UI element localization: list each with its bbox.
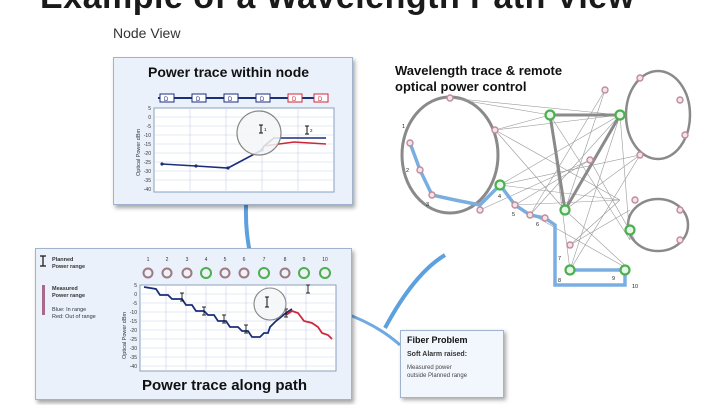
network-node-number: 4 xyxy=(498,194,501,200)
network-node-number: 5 xyxy=(512,212,515,218)
node-y-tick: -20 xyxy=(144,151,151,157)
fiber-alarm-text: Soft Alarm raised: xyxy=(407,351,468,358)
path-trace-out-of-range xyxy=(285,310,333,340)
path-x-tick: 4 xyxy=(205,257,208,263)
node-header-label: D xyxy=(196,97,201,103)
wavelength-title-line: Wavelength trace & remote xyxy=(395,63,563,78)
path-chart: 1 2 3 4 5 6 7 8 9 10 5 0 -5 xyxy=(122,257,337,372)
path-panel-title: Power trace along path xyxy=(142,377,308,394)
path-x-tick: 3 xyxy=(186,257,189,263)
path-y-tick: -40 xyxy=(130,364,137,370)
network-node-number: 7 xyxy=(558,256,561,262)
node-power-trace-panel: Power trace within node D D D D D D xyxy=(113,57,353,205)
legend-planned-line: Power range xyxy=(52,263,86,270)
node-header-row: D D D D D D xyxy=(159,93,329,103)
measured-range-swatch xyxy=(42,285,45,315)
path-y-tick: -25 xyxy=(130,337,137,343)
network-node-number: 3 xyxy=(426,202,429,208)
path-y-tick: 0 xyxy=(134,292,137,298)
node-y-ticks: 5 0 -5 -10 -15 -20 -25 -30 -35 -40 xyxy=(144,106,151,193)
node-y-tick: -5 xyxy=(147,124,152,130)
network-node-number: 6 xyxy=(536,222,539,228)
node-header-label: D xyxy=(228,97,233,103)
ring-top-right xyxy=(624,69,692,161)
fiber-desc-line: Measured power xyxy=(407,365,452,371)
node-header-label: D xyxy=(318,97,323,103)
legend-planned-line: Planned xyxy=(52,257,74,263)
path-y-ticks: 5 0 -5 -10 -15 -20 -25 -30 -35 -40 xyxy=(130,283,137,370)
node-chart: D D D D D D 5 0 -5 -10 -15 -20 -25 -30 -… xyxy=(136,93,335,193)
path-zoom-circle xyxy=(253,287,287,321)
node-y-tick: -15 xyxy=(144,142,151,148)
network-nodes-red xyxy=(406,74,689,249)
path-y-tick: -35 xyxy=(130,355,137,361)
fiber-problem-callout: Fiber Problem Soft Alarm raised: Measure… xyxy=(400,330,504,398)
path-y-tick: -5 xyxy=(133,301,138,307)
legend-notes: Blue: In range Red: Out of range xyxy=(52,307,96,320)
node-range-marker: 1 xyxy=(264,127,267,132)
network-node-number: 1 xyxy=(402,124,405,130)
wavelength-title: Wavelength trace & remote optical power … xyxy=(395,63,562,95)
path-y-tick: -30 xyxy=(130,346,137,352)
path-legend xyxy=(40,255,46,315)
network-node-numbers: 1 2 3 4 5 6 7 8 9 10 xyxy=(402,124,638,290)
path-node-row xyxy=(142,267,331,279)
node-header-label: D xyxy=(164,97,169,103)
legend-measured: Measured Power range xyxy=(52,286,85,299)
legend-measured-line: Measured xyxy=(52,286,78,292)
path-y-tick: 5 xyxy=(134,283,137,289)
node-y-tick: -10 xyxy=(144,133,151,139)
path-x-tick: 9 xyxy=(303,257,306,263)
network-nodes-green xyxy=(494,109,636,276)
legend-measured-line: Power range xyxy=(52,292,86,299)
node-range-marker: 2 xyxy=(310,128,313,133)
node-y-tick: -25 xyxy=(144,160,151,166)
path-y-tick: -20 xyxy=(130,328,137,334)
wavelength-title-line: optical power control xyxy=(395,79,527,94)
network-node-number: 8 xyxy=(558,278,561,284)
fiber-desc-line: outside Planned range xyxy=(407,373,468,379)
network-node-number: 10 xyxy=(632,284,638,290)
path-x-tick: 8 xyxy=(284,257,287,263)
wavelength-path xyxy=(408,142,627,287)
fiber-to-map-connector xyxy=(383,253,447,329)
slide-title: Example of a Wavelength Path View xyxy=(40,0,635,17)
network-map: 1 2 3 4 5 6 7 8 9 10 xyxy=(400,69,692,290)
mesh-links xyxy=(449,89,641,271)
fiber-problem-description: Measured power outside Planned range xyxy=(407,364,467,380)
ring-left xyxy=(400,95,500,215)
node-y-tick: -40 xyxy=(144,187,151,193)
path-y-axis-label: Optical Power dBm xyxy=(122,312,128,359)
path-trace-in-range xyxy=(143,286,293,338)
network-node-number: 2 xyxy=(406,168,409,174)
path-x-tick: 5 xyxy=(224,257,227,263)
legend-red-note: Red: Out of range xyxy=(52,313,96,320)
node-y-tick: -30 xyxy=(144,169,151,175)
path-x-tick: 2 xyxy=(166,257,169,263)
path-power-trace-panel: Planned Power range Measured Power range… xyxy=(35,248,352,400)
path-x-tick: 7 xyxy=(263,257,266,263)
node-y-tick: 0 xyxy=(148,115,151,121)
node-y-axis-label: Optical Power dBm xyxy=(136,129,142,176)
node-header-label: D xyxy=(260,97,265,103)
path-x-tick: 10 xyxy=(322,257,328,263)
path-y-tick: -10 xyxy=(130,310,137,316)
fiber-problem-title: Fiber Problem xyxy=(407,335,468,345)
legend-blue-note: Blue: In range xyxy=(52,307,87,313)
node-y-tick: 5 xyxy=(148,106,151,112)
node-view-label: Node View xyxy=(113,25,181,41)
path-x-tick: 1 xyxy=(147,257,150,263)
node-panel-title: Power trace within node xyxy=(148,64,310,80)
node-header-label: D xyxy=(292,97,297,103)
network-node-number: 9 xyxy=(612,276,615,282)
path-x-ticks: 1 2 3 4 5 6 7 8 9 10 xyxy=(147,257,328,263)
path-x-tick: 6 xyxy=(243,257,246,263)
legend-planned: Planned Power range xyxy=(52,257,85,270)
node-y-tick: -35 xyxy=(144,178,151,184)
path-y-tick: -15 xyxy=(130,319,137,325)
